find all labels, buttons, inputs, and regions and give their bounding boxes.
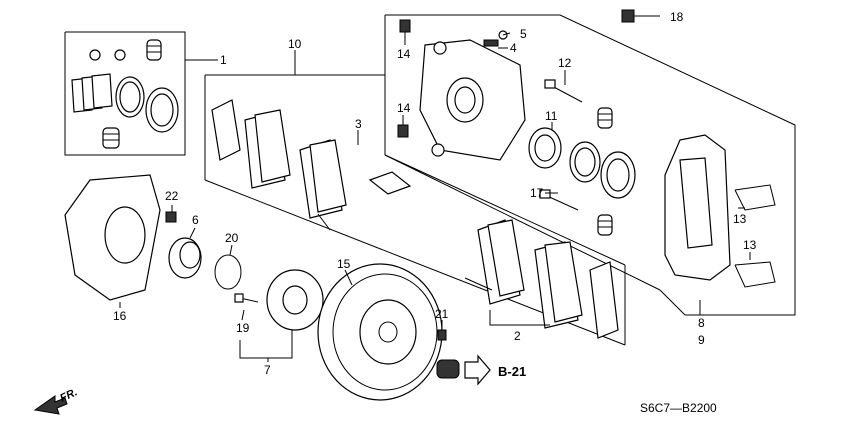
callout-18: 18: [670, 10, 684, 24]
guide-pin-17: [539, 189, 579, 211]
wheel-stud-19: [234, 293, 259, 303]
callout-14-lower: 14: [397, 101, 411, 115]
boot-part: [146, 39, 162, 61]
callout-9: 9: [698, 333, 705, 347]
callout-2: 2: [514, 329, 521, 343]
hub-components: [165, 211, 324, 331]
leader-lines: [119, 15, 751, 362]
hub-7: [266, 269, 324, 331]
splash-shield: [64, 174, 161, 301]
callout-14-upper: 14: [397, 47, 411, 61]
callout-labels: 1 10 3 5 4 14 14 12 11 17 18 13 13 8 9 2…: [113, 10, 757, 377]
front-direction-label: FR.: [58, 386, 79, 404]
screw-21: [437, 329, 447, 341]
caliper-assembly: [397, 9, 650, 236]
boot-upper: [597, 107, 613, 129]
callout-11: 11: [545, 109, 558, 123]
brake-disc: [317, 263, 447, 401]
callout-7: 7: [264, 363, 271, 377]
callout-1: 1: [220, 53, 227, 67]
caliper-body: [419, 39, 526, 161]
boot-part: [102, 127, 120, 149]
pad-clip-upper: [734, 184, 776, 211]
boot-lower: [597, 214, 613, 236]
seal-kit-parts: [71, 39, 179, 149]
callout-15: 15: [337, 257, 351, 271]
callout-6: 6: [192, 213, 199, 227]
callout-12: 12: [558, 56, 572, 70]
callout-5: 5: [520, 27, 527, 41]
circlip-20: [214, 254, 242, 290]
callout-21: 21: [435, 307, 449, 321]
guide-pin-12: [544, 79, 583, 103]
bolt-14-upper: [399, 19, 411, 33]
piston: [528, 127, 562, 169]
bearing-6: [168, 237, 202, 279]
callout-16: 16: [113, 309, 127, 323]
pad-clip-lower: [734, 261, 776, 288]
front-direction-arrow: [33, 395, 68, 415]
bolt-18: [621, 9, 650, 23]
bolt-22: [165, 211, 177, 223]
reference-b21: [436, 354, 491, 386]
bolt-14-lower: [397, 124, 409, 138]
brake-pads: [211, 99, 619, 339]
shim-set: [71, 73, 113, 113]
callout-19: 19: [236, 321, 250, 335]
callout-22: 22: [165, 189, 179, 203]
caliper-bracket: [664, 134, 776, 288]
bleeder-screw: [483, 39, 499, 47]
callout-20: 20: [225, 231, 239, 245]
diagram-code: S6C7—B2200: [640, 401, 717, 415]
callout-10: 10: [288, 37, 302, 51]
callout-3: 3: [355, 117, 362, 131]
callout-13-lower: 13: [743, 238, 757, 252]
callout-13-upper: 13: [733, 212, 747, 226]
callout-4: 4: [510, 41, 517, 55]
reference-label: B-21: [498, 364, 526, 379]
callout-8: 8: [698, 316, 705, 330]
callout-17: 17: [530, 186, 544, 200]
